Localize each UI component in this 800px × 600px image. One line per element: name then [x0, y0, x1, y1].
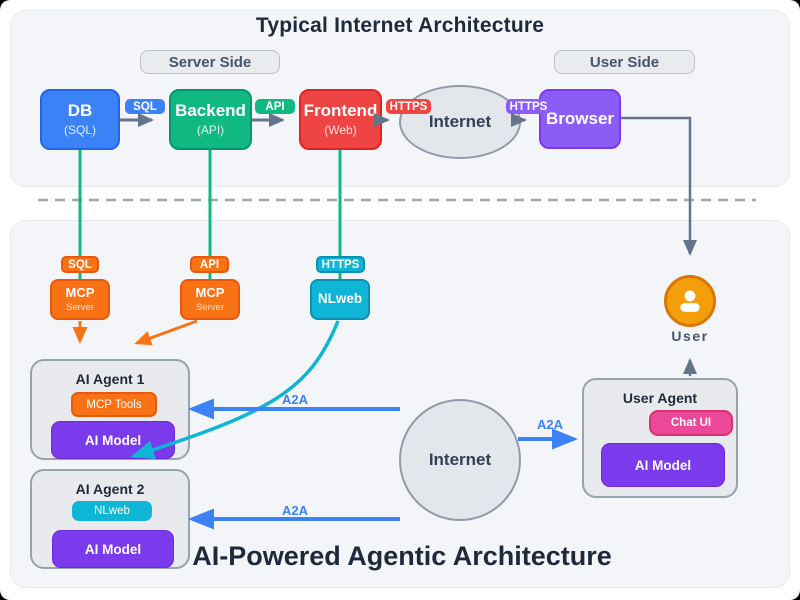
a2a-label-agent2: A2A — [281, 503, 308, 518]
ai-agent-1-mcp-tools: MCP Tools — [71, 392, 157, 417]
ai-agent-1-node: AI Agent 1 MCP Tools AI Model — [30, 359, 190, 460]
browser-node: Browser — [539, 89, 621, 149]
backend-node: Backend (API) — [169, 89, 252, 150]
backend-title: Backend — [175, 101, 246, 121]
db-node: DB (SQL) — [40, 89, 120, 150]
browser-title: Browser — [545, 108, 615, 128]
user-label: User — [671, 328, 709, 344]
protocol-pill-sql: SQL — [61, 256, 99, 273]
edge-label-https-browser: HTTPS — [506, 99, 551, 114]
internet-node-bottom: Internet — [399, 399, 521, 521]
ai-agent-2-nlweb: NLweb — [72, 501, 152, 521]
user-avatar — [664, 275, 716, 327]
user-agent-node: User Agent Chat UI AI Model — [582, 378, 738, 498]
user-agent-model: AI Model — [601, 443, 725, 487]
mcp2-title: MCP — [195, 285, 225, 301]
a2a-label-user-agent: A2A — [536, 417, 563, 432]
a2a-label-agent1: A2A — [281, 392, 308, 407]
ai-agent-2-title: AI Agent 2 — [75, 481, 145, 497]
protocol-pill-https: HTTPS — [316, 256, 365, 273]
db-title: DB — [67, 101, 93, 121]
server-side-label: Server Side — [140, 50, 280, 74]
backend-subtitle: (API) — [196, 122, 225, 137]
ai-agent-2-node: AI Agent 2 NLweb AI Model — [30, 469, 190, 569]
internet-node-top: Internet — [399, 85, 521, 159]
top-section-title: Typical Internet Architecture — [255, 14, 545, 37]
mcp1-subtitle: Server — [66, 301, 94, 313]
edge-label-sql: SQL — [125, 99, 165, 114]
mcp1-title: MCP — [65, 285, 95, 301]
protocol-pill-api: API — [190, 256, 229, 273]
frontend-title: Frontend — [303, 101, 378, 121]
mcp-server-1-node: MCP Server — [50, 279, 110, 320]
user-agent-title: User Agent — [622, 390, 698, 406]
user-side-label: User Side — [554, 50, 695, 74]
user-agent-chat-ui: Chat UI — [649, 410, 733, 436]
frontend-node: Frontend (Web) — [299, 89, 382, 150]
mcp2-subtitle: Server — [196, 301, 224, 313]
edge-label-https-internet: HTTPS — [386, 99, 431, 114]
edge-label-api: API — [255, 99, 295, 114]
nlweb-title: NLweb — [317, 291, 363, 307]
db-subtitle: (SQL) — [63, 122, 96, 137]
user-icon — [680, 290, 700, 312]
nlweb-node: NLweb — [310, 279, 370, 320]
bottom-section-title: AI-Powered Agentic Architecture — [192, 541, 612, 571]
ai-agent-2-model: AI Model — [52, 530, 174, 568]
mcp-server-2-node: MCP Server — [180, 279, 240, 320]
ai-agent-1-title: AI Agent 1 — [75, 371, 145, 387]
frontend-subtitle: (Web) — [324, 122, 357, 137]
ai-agent-1-model: AI Model — [51, 421, 175, 459]
